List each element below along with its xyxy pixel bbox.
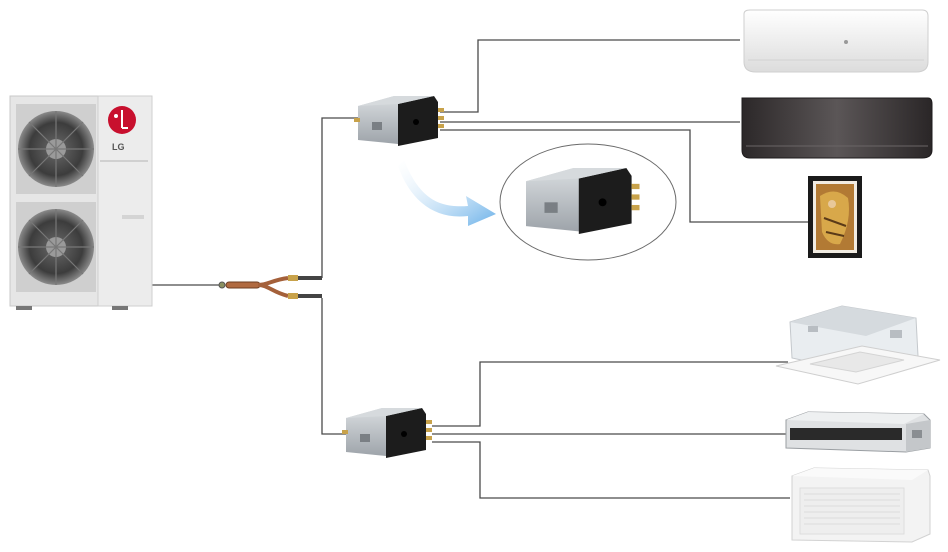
fan-icon (16, 104, 96, 194)
pipe-lower-outlet-3 (432, 441, 790, 499)
indoor-unit-wall-mounted-black (741, 97, 933, 159)
y-branch-icon (218, 275, 322, 299)
pipe-lower-outlet-1 (432, 361, 788, 427)
indoor-unit-art-cool-gallery (808, 176, 862, 258)
arrow-icon (398, 160, 496, 226)
pipe-upper-outlet-3 (440, 129, 808, 223)
zoom-callout-icon (499, 143, 677, 261)
brand-logo: LG (108, 106, 136, 152)
brand-name: LG (112, 142, 125, 152)
pipe-to-upper-box (321, 117, 362, 278)
indoor-unit-floor-ceiling (791, 467, 931, 543)
indoor-unit-ceiling-cassette (775, 305, 941, 385)
branch-box-icon (342, 408, 432, 458)
outdoor-unit-icon: LG (9, 95, 153, 310)
pipe-to-lower-box (321, 298, 350, 435)
fan-icon (16, 202, 96, 292)
branch-box-icon (354, 96, 444, 146)
indoor-unit-wall-mounted-white (743, 9, 929, 73)
refrigerant-pipes (152, 39, 808, 499)
pipe-upper-outlet-1 (440, 39, 740, 113)
branch-box-icon (526, 168, 640, 234)
indoor-unit-ducted (785, 411, 931, 453)
